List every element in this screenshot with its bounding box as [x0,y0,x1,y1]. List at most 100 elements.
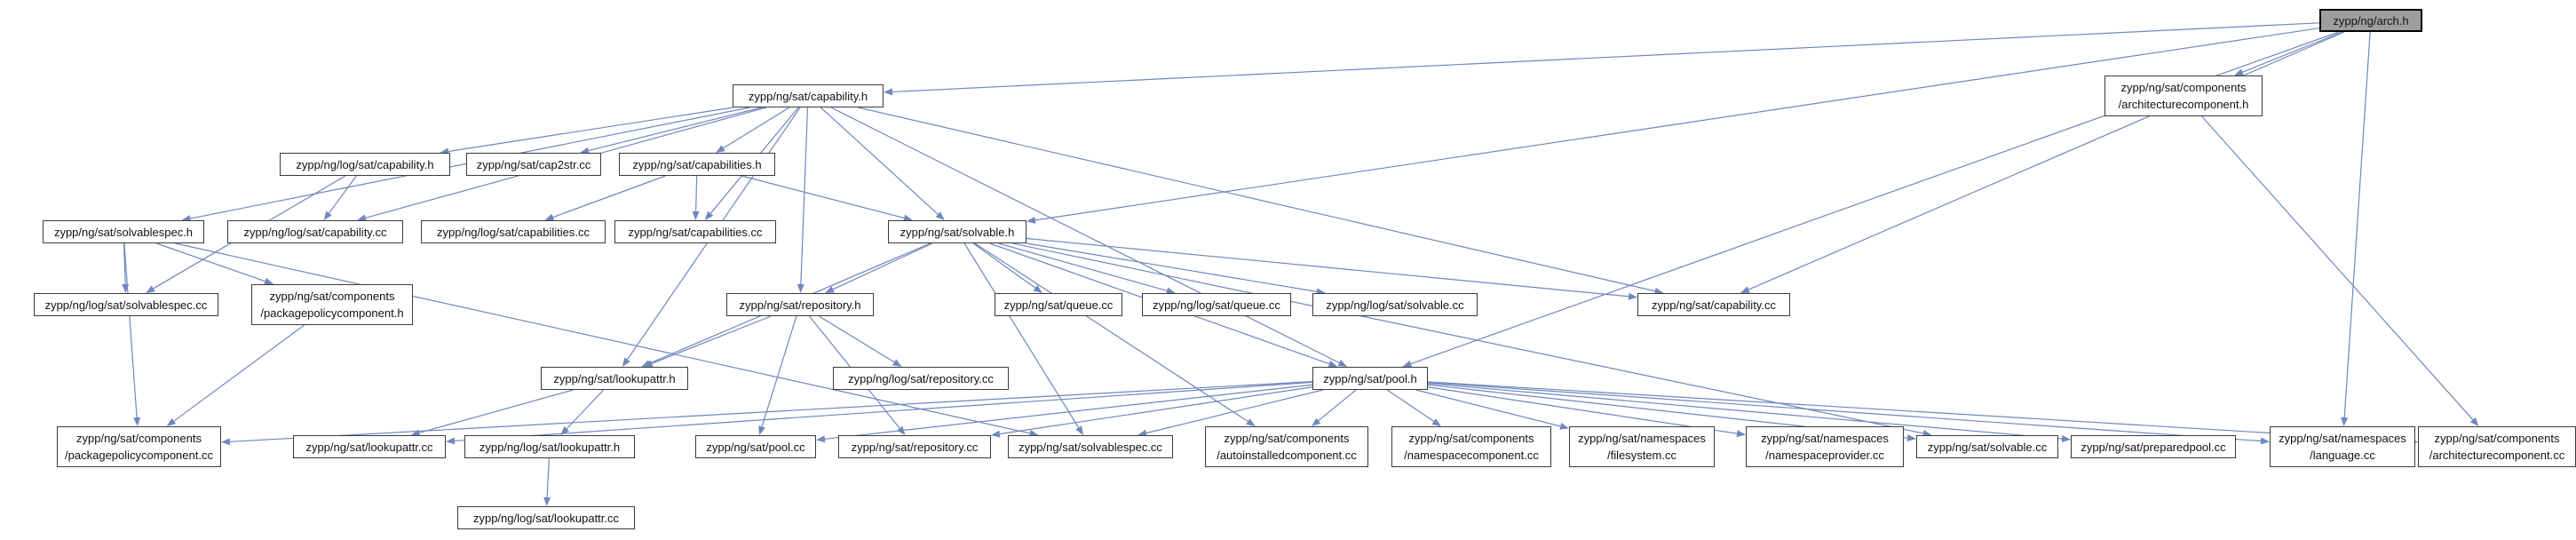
graph-node-log_queue_cc[interactable]: zypp/ng/log/sat/queue.cc [1142,293,1291,316]
graph-node-autoinstalled_cc[interactable]: zypp/ng/sat/components/autoinstalledcomp… [1205,426,1368,467]
graph-node-preparedpool_cc[interactable]: zypp/ng/sat/preparedpool.cc [2071,435,2236,458]
graph-node-label: /autoinstalledcomponent.cc [1217,449,1357,462]
graph-arrowhead-icon [1246,418,1256,426]
graph-node-queue_cc[interactable]: zypp/ng/sat/queue.cc [995,293,1122,316]
graph-arrowhead-icon [704,210,714,220]
graph-node-namespaceprovider_cc[interactable]: zypp/ng/sat/namespaces/namespaceprovider… [1746,426,1904,467]
graph-node-language_cc[interactable]: zypp/ng/sat/namespaces/language.cc [2270,426,2415,467]
graph-arrowhead-icon [1026,216,1036,224]
graph-arrowhead-icon [1137,429,1147,437]
graph-arrowhead-icon [1402,360,1413,368]
graph-node-solvable_cc[interactable]: zypp/ng/sat/solvable.cc [1916,435,2058,458]
graph-node-capabilities_h[interactable]: zypp/ng/sat/capabilities.h [619,153,775,176]
graph-node-label: zypp/ng/sat/namespaces [1578,432,1706,445]
graph-node-label: zypp/ng/sat/components [76,432,202,445]
graph-arrowhead-icon [1559,423,1569,430]
graph-node-label: zypp/ng/log/sat/solvablespec.cc [44,298,208,312]
graph-node-solvablespec_h[interactable]: zypp/ng/sat/solvablespec.h [43,220,204,243]
graph-node-repository_cc[interactable]: zypp/ng/sat/repository.cc [838,435,991,458]
graph-edge-archcomp_h-to-archcomp_cc [2201,115,2474,420]
graph-node-repository_h[interactable]: zypp/ng/sat/repository.h [726,293,874,316]
graph-edge-solvablespec_h-to-packagepolicy_cc [123,242,138,418]
graph-edge-lookupattr_h-to-lookupattr_cc [419,389,574,433]
graph-arrowhead-icon [1337,359,1348,367]
graph-edge-pool_h-to-pool_cc [824,384,1313,440]
graph-node-label: /filesystem.cc [1606,449,1676,462]
graph-node-pool_cc[interactable]: zypp/ng/sat/pool.cc [695,435,816,458]
graph-node-packagepolicy_cc[interactable]: zypp/ng/sat/components/packagepolicycomp… [57,426,221,467]
graph-edge-repository_h-to-pool_cc [761,315,797,427]
graph-node-log_lookupattr_h[interactable]: zypp/ng/log/sat/lookupattr.h [464,435,635,458]
graph-node-label: zypp/ng/sat/preparedpool.cc [2081,440,2226,454]
graph-node-label: zypp/ng/sat/capability.h [748,89,868,103]
graph-node-log_capability_h[interactable]: zypp/ng/log/sat/capability.h [280,153,450,176]
graph-node-solvablespec_cc[interactable]: zypp/ng/sat/solvablespec.cc [1008,435,1173,458]
graph-edge-solvable_h-to-queue_cc [972,242,1036,289]
graph-edge-arch-to-language_cc [2343,31,2371,418]
graph-edge-capability_h-to-solvable_h [820,107,939,215]
graph-edge-solvable_h-to-solvable_cc [1012,242,1924,434]
graph-node-label: zypp/ng/sat/lookupattr.h [553,371,676,385]
graph-arrowhead-icon [716,145,725,153]
graph-arrowhead-icon [580,147,590,155]
graph-arrowhead-icon [166,417,177,426]
graph-node-log_solvablespec_cc[interactable]: zypp/ng/log/sat/solvablespec.cc [34,293,218,316]
graph-node-label: /packagepolicycomponent.h [260,306,404,320]
graph-edge-arch-to-solvable_h [1034,28,2320,221]
graph-node-log_solvable_cc[interactable]: zypp/ng/log/sat/solvable.cc [1312,293,1478,316]
graph-node-label: zypp/ng/log/sat/lookupattr.h [479,440,621,454]
graph-edge-log_capability_h-to-log_capability_cc [329,175,357,214]
graph-edge-arch-to-archcomp_h [2242,31,2342,73]
graph-node-solvable_h[interactable]: zypp/ng/sat/solvable.h [888,220,1026,243]
graph-node-label: zypp/ng/log/sat/solvable.cc [1326,298,1464,312]
graph-edge-pool_h-to-repository_cc [999,386,1313,435]
graph-node-cap2str_cc[interactable]: zypp/ng/sat/cap2str.cc [466,153,601,176]
graph-node-label: zypp/ng/log/sat/capability.cc [243,225,387,239]
graph-node-arch[interactable]: zypp/ng/arch.h [2319,9,2422,32]
graph-edge-solvable_h-to-log_solvable_cc [1026,242,1318,292]
graph-arrowhead-icon [1653,287,1664,295]
graph-edge-capabilities_h-to-capabilities_cc [695,175,698,212]
graph-node-label: zypp/ng/sat/solvablespec.h [53,225,194,239]
graph-edge-capabilities_h-to-solvable_h [741,175,905,219]
graph-arrowhead-icon [1740,286,1750,293]
graph-arrowhead-icon [264,277,274,285]
graph-edge-solvable_h-to-repository_h [832,242,933,290]
graph-node-log_repository_cc[interactable]: zypp/ng/log/sat/repository.cc [833,367,1009,390]
graph-node-packagepolicy_h[interactable]: zypp/ng/sat/components/packagepolicycomp… [251,284,413,325]
graph-node-namespacecomp_cc[interactable]: zypp/ng/sat/components/namespacecomponen… [1391,426,1551,467]
graph-arrowhead-icon [544,213,555,221]
graph-node-lookupattr_cc[interactable]: zypp/ng/sat/lookupattr.cc [293,435,446,458]
graph-node-label: /namespacecomponent.cc [1404,449,1539,462]
graph-node-log_capability_cc[interactable]: zypp/ng/log/sat/capability.cc [227,220,403,243]
graph-node-filesystem_cc[interactable]: zypp/ng/sat/namespaces/filesystem.cc [1569,426,1715,467]
graph-arrowhead-icon [2260,437,2270,445]
graph-node-label: zypp/ng/sat/repository.h [739,298,861,312]
graph-edge-capability_h-to-log_capability_h [448,107,733,153]
graph-node-archcomp_cc[interactable]: zypp/ng/sat/components/architecturecompo… [2418,426,2576,467]
graph-arrowhead-icon [1312,417,1321,426]
graph-arrowhead-icon [935,211,945,220]
graph-edge-pool_h-to-preparedpool_cc [1427,383,2063,440]
graph-node-label: zypp/ng/log/sat/capability.h [296,157,434,171]
graph-node-log_lookupattr_cc[interactable]: zypp/ng/log/sat/lookupattr.cc [457,506,635,529]
graph-edge-capability_h-to-capabilities_h [723,107,790,149]
graph-node-label: zypp/ng/sat/pool.cc [706,440,805,454]
graph-node-capability_h[interactable]: zypp/ng/sat/capability.h [733,84,884,107]
graph-node-pool_h[interactable]: zypp/ng/sat/pool.h [1312,367,1428,390]
graph-arrowhead-icon [1328,360,1338,368]
graph-node-label: zypp/ng/sat/pool.h [1323,371,1417,385]
graph-edge-packagepolicy_h-to-packagepolicy_cc [173,324,305,422]
graph-node-lookupattr_h[interactable]: zypp/ng/sat/lookupattr.h [541,367,688,390]
graph-arrowhead-icon [2469,417,2479,426]
graph-arrowhead-icon [2234,68,2244,75]
graph-node-log_capabilities_cc[interactable]: zypp/ng/log/sat/capabilities.cc [421,220,606,243]
graph-edge-pool_h-to-archcomp_cc [1427,381,2410,442]
graph-edge-solvable_h-to-solvablespec_cc [963,242,1080,428]
graph-edge-solvablespec_h-to-solvablespec_cc [175,242,1030,434]
graph-node-archcomp_h[interactable]: zypp/ng/sat/components/architecturecompo… [2104,75,2263,116]
graph-node-capabilities_cc[interactable]: zypp/ng/sat/capabilities.cc [614,220,776,243]
graph-node-label: zypp/ng/sat/queue.cc [1003,298,1114,312]
graph-node-capability_cc[interactable]: zypp/ng/sat/capability.cc [1637,293,1790,316]
